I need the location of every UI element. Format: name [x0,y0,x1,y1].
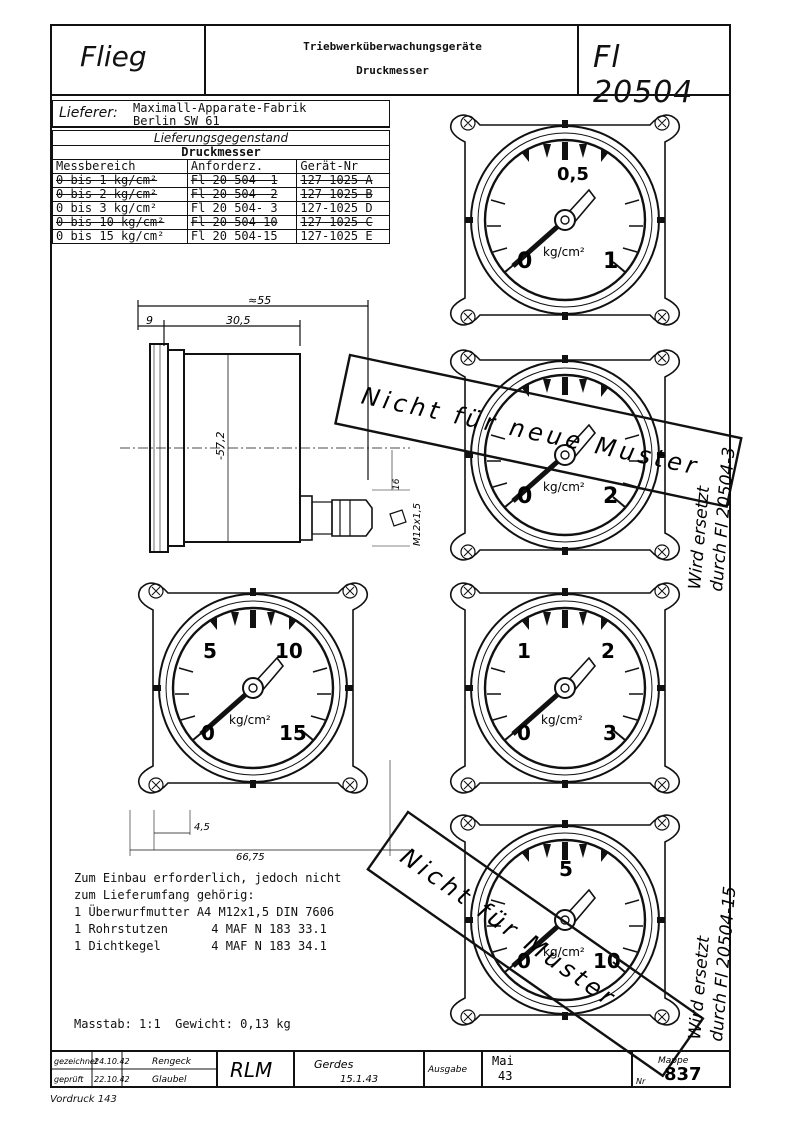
title-line-2: Druckmesser [356,64,429,77]
supplier-box: Lieferer: Maximall-Apparate-Fabrik Berli… [52,100,390,128]
note-line: 1 Rohrstutzen 4 MAF N 183 33.1 [74,922,327,936]
drawing-number: Fl 20504 [593,40,694,110]
spec-table: Lieferungsgegenstand Druckmesser Messber… [52,130,390,244]
note-line: zum Lieferumfang gehörig: [74,888,255,902]
title-block: gezeichnet 24.10.42 Rengeck geprüft 22.1… [50,1050,731,1088]
checked-label: geprüft [54,1075,84,1084]
brand-text: Flieg [80,40,147,73]
table-row: 0 bis 3 kg/cm² Fl 20 504- 3 127-1025 D [52,201,390,216]
checked-date: 22.10.42 [94,1075,130,1084]
drawn-name: Rengeck [152,1057,192,1067]
issue-year: 43 [498,1069,512,1083]
dim-16: 16 [392,478,402,490]
number-cell: Fl 20504 [577,26,729,110]
gauge-label: 2 [603,484,618,509]
dim-66: 66,75 [236,852,265,863]
dim-thread: M12x1,5 [412,503,423,546]
gauge-label: 10 [275,639,303,663]
gauge-3: 5 10 0 15 kg/cm² [139,583,368,793]
brand-cell: Flieg [52,26,206,94]
gauge-label: 3 [603,721,617,745]
notes-block: Zum Einbau erforderlich, jedoch nicht zu… [74,870,341,955]
gauge-1: 0,5 0 1 kg/cm² [451,115,680,325]
nr-label: Nr [636,1077,646,1086]
issue-month: Mai [492,1054,514,1068]
dim-55: ≈55 [248,294,271,307]
dim-30: 30,5 [226,314,251,327]
note-line: 1 Überwurfmutter A4 M12x1,5 DIN 7606 [74,905,335,919]
delivery-label: Lieferungsgegenstand [52,130,390,146]
drawing-frame [50,94,731,1052]
rlm-text: RLM [230,1058,272,1082]
gauge-label: 0 [517,721,531,745]
req-cell: Fl 20 504-15 [186,229,298,244]
device-cell: 127-1025 C [296,215,390,230]
drawn-date: 24.10.42 [94,1057,130,1066]
mappe-label: Mappe [658,1056,689,1066]
table-row: 0 bis 1 kg/cm² Fl 20 504- 1 127-1025 A [52,173,390,188]
nr-value: 837 [664,1064,702,1085]
approval-signature: Gerdes [314,1058,354,1071]
device-cell: 127-1025 B [296,187,390,202]
header-block: Flieg Triebwerküberwachungsgeräte Druckm… [50,24,731,110]
approval-date: 15.1.43 [340,1074,378,1085]
gauge-label: 0 [201,721,215,745]
gauge-unit: kg/cm² [541,713,583,727]
gauge-label: 0 [517,249,532,274]
ausgabe-label: Ausgabe [427,1065,467,1075]
gauge-unit: kg/cm² [543,945,585,959]
scale-weight: Masstab: 1:1 Gewicht: 0,13 kg [74,1017,291,1031]
device-cell: 127-1025 E [296,229,390,244]
gauge-4: 1 2 0 3 kg/cm² [451,583,680,793]
checked-name: Glaubel [152,1075,187,1085]
gauge-label: 1 [603,249,618,274]
gauge-label: 5 [559,857,573,881]
note-1-line-b: durch Fl 20504-3 [707,446,740,592]
gauge-label: 0,5 [557,164,589,185]
supplier-label: Lieferer: [59,105,118,121]
note-2-line-b: durch Fl 20504-15 [707,885,741,1042]
gauge-2: 0 2 kg/cm² [451,350,680,560]
side-view-drawing: ≈55 9 30,5 -57,2 16 M12x1,5 4,5 66,75 [120,294,423,863]
gauge-unit: kg/cm² [229,713,271,727]
gauge-label: 5 [203,639,217,663]
gauge-unit: kg/cm² [543,480,585,494]
gauge-5: 5 0 10 kg/cm² [451,815,680,1025]
title-block-grid: gezeichnet 24.10.42 Rengeck geprüft 22.1… [52,1052,702,1086]
stamp-2-text: Nicht für Muster [395,842,622,1013]
gauge-label: 1 [517,639,531,663]
req-cell: Fl 20 504- 1 [186,173,298,188]
supplier-city: Berlin SW 61 [133,114,220,128]
title-line-1: Triebwerküberwachungsgeräte [303,40,482,53]
range-cell: 0 bis 3 kg/cm² [52,201,188,216]
table-row: 0 bis 15 kg/cm² Fl 20 504-15 127-1025 E [52,229,390,244]
note-2: Wird ersetzt durch Fl 20504-15 [685,885,741,1042]
gauge-label: 10 [593,949,621,973]
drawn-label: gezeichnet [54,1057,99,1066]
form-number: Vordruck 143 [50,1094,117,1105]
stamp-2: Nicht für Muster [366,810,705,1078]
gauge-label: 15 [279,721,307,745]
gauge-label: 2 [601,639,615,663]
note-line: 1 Dichtkegel 4 MAF N 183 34.1 [74,939,327,953]
range-cell: 0 bis 1 kg/cm² [52,173,188,188]
device-cell: 127-1025 A [296,173,390,188]
supplier-name: Maximall-Apparate-Fabrik [133,101,307,115]
range-cell: 0 bis 15 kg/cm² [52,229,188,244]
col-header: Anforderz. [186,159,298,174]
dim-45: 4,5 [194,822,210,833]
gauge-label: 0 [517,484,532,509]
gauge-label: 0 [517,949,531,973]
dim-57: -57,2 [214,432,227,460]
dim-9: 9 [146,314,153,327]
col-header: Messbereich [52,159,188,174]
gauge-unit: kg/cm² [543,245,585,259]
stamp-1: Nicht für neue Muster [334,353,743,509]
note-line: Zum Einbau erforderlich, jedoch nicht [74,871,342,885]
table-row: 0 bis 2 kg/cm² Fl 20 504- 2 127-1025 B [52,187,390,202]
